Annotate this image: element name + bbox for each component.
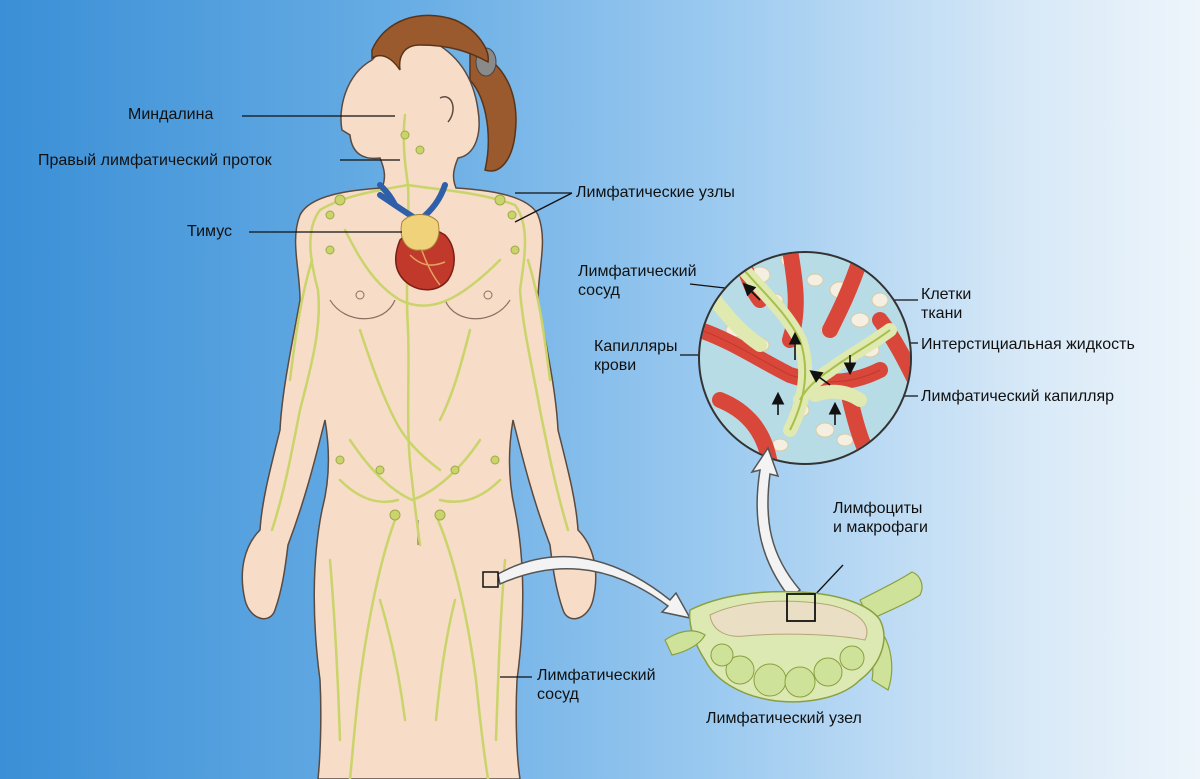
node-highlight-box — [786, 593, 816, 622]
ear — [439, 96, 454, 123]
label-interstitial-fluid: Интерстициальная жидкость — [921, 336, 1135, 353]
label-lymph-vessel-circle: Лимфатический сосуд — [578, 263, 697, 299]
lymph-node-illustration — [664, 571, 923, 703]
label-lymph-node: Лимфатический узел — [706, 710, 862, 727]
label-blood-capillaries: Капилляры крови — [594, 338, 678, 374]
label-thymus: Тимус — [187, 223, 233, 240]
lymph-node-dots — [325, 130, 520, 521]
label-right-lymphatic-duct: Правый лимфатический проток — [38, 152, 272, 169]
hair-top — [371, 14, 489, 71]
breast-right — [444, 299, 511, 320]
thymus — [400, 214, 440, 251]
hair-ponytail — [469, 49, 517, 172]
body-figure — [241, 14, 597, 779]
label-tissue-cells: Клетки ткани — [921, 286, 972, 322]
body-silhouette — [241, 36, 597, 779]
label-lymph-capillary: Лимфатический капилляр — [921, 388, 1115, 405]
label-lymph-nodes: Лимфатические узлы — [576, 184, 735, 201]
label-lymphocytes-macrophages: Лимфоциты и макрофаги — [833, 500, 928, 536]
magnified-tissue — [698, 251, 912, 465]
label-tonsil: Миндалина — [128, 106, 214, 123]
label-lymph-vessel-leg: Лимфатический сосуд — [537, 667, 656, 703]
arrow-icon — [742, 282, 857, 425]
arrow-node-to-circle — [750, 446, 802, 600]
leg-highlight-box — [482, 571, 499, 588]
breast-left — [329, 299, 396, 320]
